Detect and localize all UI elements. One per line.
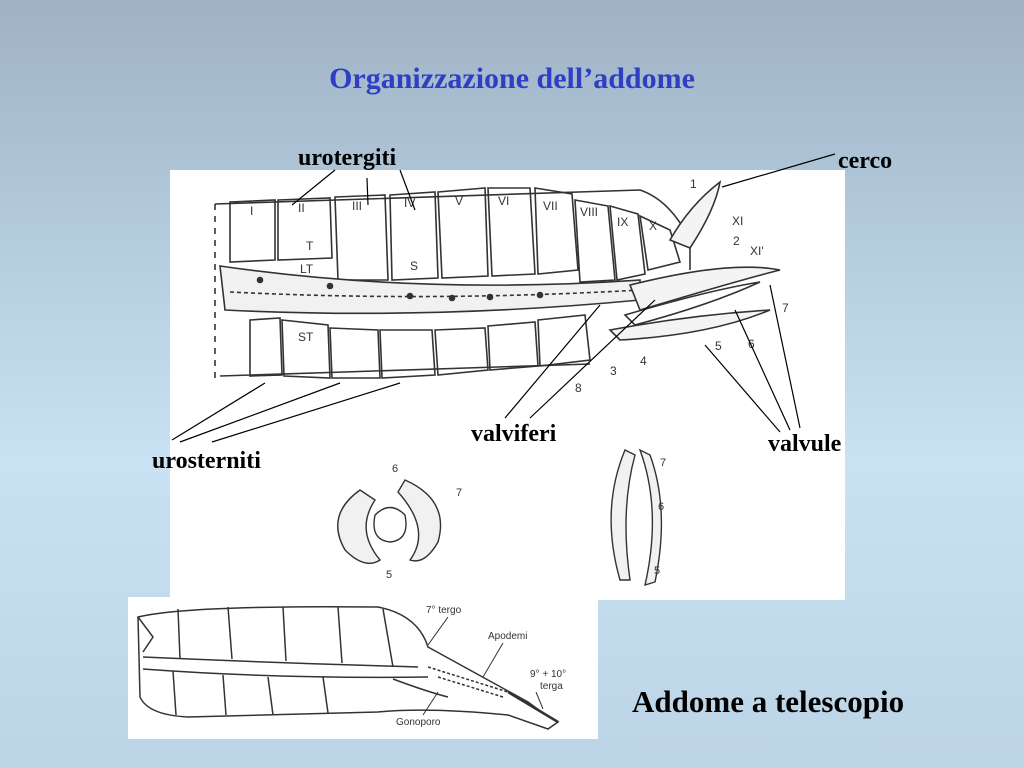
tergite-2 xyxy=(277,197,333,261)
appendage-label: 7 xyxy=(782,301,789,315)
terminal-segment xyxy=(507,690,559,724)
appendage-label: XI' xyxy=(750,244,764,258)
cross-section-left xyxy=(337,479,442,564)
sternite-1 xyxy=(249,317,283,377)
telescope-label-terga-line1: 9° + 10° xyxy=(530,669,566,680)
sternite-5 xyxy=(434,327,489,376)
spiracle-line xyxy=(229,289,641,298)
tergite-numeral: VI xyxy=(498,194,509,208)
abdomen-diagram: I II III IV V VI VII VIII IX X T LT S ST… xyxy=(214,177,789,587)
appendage-label: 5 xyxy=(715,339,722,353)
appendage-label: 6 xyxy=(748,337,755,351)
telescope-label-apodemi: Apodemi xyxy=(488,631,527,642)
region-letter-lt: LT xyxy=(300,262,314,276)
section-right-label: 7 xyxy=(660,457,666,469)
sternite-4 xyxy=(379,329,436,379)
appendage-label: XI xyxy=(732,214,743,228)
region-letter-t: T xyxy=(306,239,314,253)
dorsal-outline xyxy=(214,189,691,270)
tergite-numeral: VIII xyxy=(580,205,598,219)
section-right-label: 6 xyxy=(658,501,664,513)
tergite-7 xyxy=(534,187,579,275)
apodeme-right xyxy=(437,676,504,698)
cross-section-right xyxy=(610,448,663,587)
appendage-label: 8 xyxy=(575,381,582,395)
region-letter-s: S xyxy=(410,259,418,273)
sternite-7 xyxy=(537,314,591,367)
caption-addome-telescopio: Addome a telescopio xyxy=(632,684,905,719)
tergite-numeral: IV xyxy=(404,196,415,210)
telescope-diagram-panel: 7° tergo Apodemi 9° + 10° terga Gonoporo xyxy=(128,597,598,739)
tergite-5 xyxy=(437,187,489,279)
label-cerco: cerco xyxy=(838,148,893,174)
telescope-diagram: 7° tergo Apodemi 9° + 10° terga Gonoporo xyxy=(137,605,566,730)
abdomen-diagram-panel: I II III IV V VI VII VIII IX X T LT S ST… xyxy=(170,170,845,600)
tergite-10 xyxy=(638,214,682,271)
appendage-label: 1 xyxy=(690,177,697,191)
label-valvule: valvule xyxy=(768,431,842,457)
label-valviferi: valviferi xyxy=(471,421,557,447)
region-letter-st: ST xyxy=(298,330,314,344)
section-left-label: 5 xyxy=(386,569,392,581)
tergite-4 xyxy=(389,191,439,281)
tergite-numeral: IX xyxy=(617,215,628,229)
valve-inner xyxy=(623,281,761,326)
tergite-6 xyxy=(487,187,536,277)
section-right-label: 5 xyxy=(654,565,660,577)
telescope-outline xyxy=(137,605,560,730)
tergite-9 xyxy=(609,204,646,281)
sternite-2 xyxy=(281,319,331,379)
appendage-label: 3 xyxy=(610,364,617,378)
appendage-label: 4 xyxy=(640,354,647,368)
tergite-numeral: III xyxy=(352,199,362,213)
telescope-label-tergo7: 7° tergo xyxy=(426,605,462,616)
tergite-numeral: II xyxy=(298,201,305,215)
label-urotergiti: urotergiti xyxy=(298,145,397,171)
ventral-outline xyxy=(219,363,591,377)
tergite-1 xyxy=(229,199,276,263)
telescope-label-gonoporo: Gonoporo xyxy=(396,717,441,728)
sternite-3 xyxy=(329,327,381,379)
section-left-label: 6 xyxy=(392,463,398,475)
telescope-label-terga-line2: terga xyxy=(540,681,563,692)
slide-title: Organizzazione dell’addome xyxy=(329,62,695,95)
section-left-label: 7 xyxy=(456,487,462,499)
tergite-numeral: V xyxy=(455,194,463,208)
tergite-numeral: I xyxy=(250,204,253,218)
sternite-6 xyxy=(487,321,539,371)
tergite-numeral: VII xyxy=(543,199,558,213)
tergite-8 xyxy=(574,199,616,283)
appendage-label: 2 xyxy=(733,234,740,248)
apodeme-left xyxy=(427,666,509,693)
pleural-band xyxy=(219,265,641,315)
valve-dorsal xyxy=(628,266,781,311)
label-urosterniti: urosterniti xyxy=(152,448,261,474)
cercus xyxy=(668,180,722,249)
tergite-numeral: X xyxy=(649,219,657,233)
